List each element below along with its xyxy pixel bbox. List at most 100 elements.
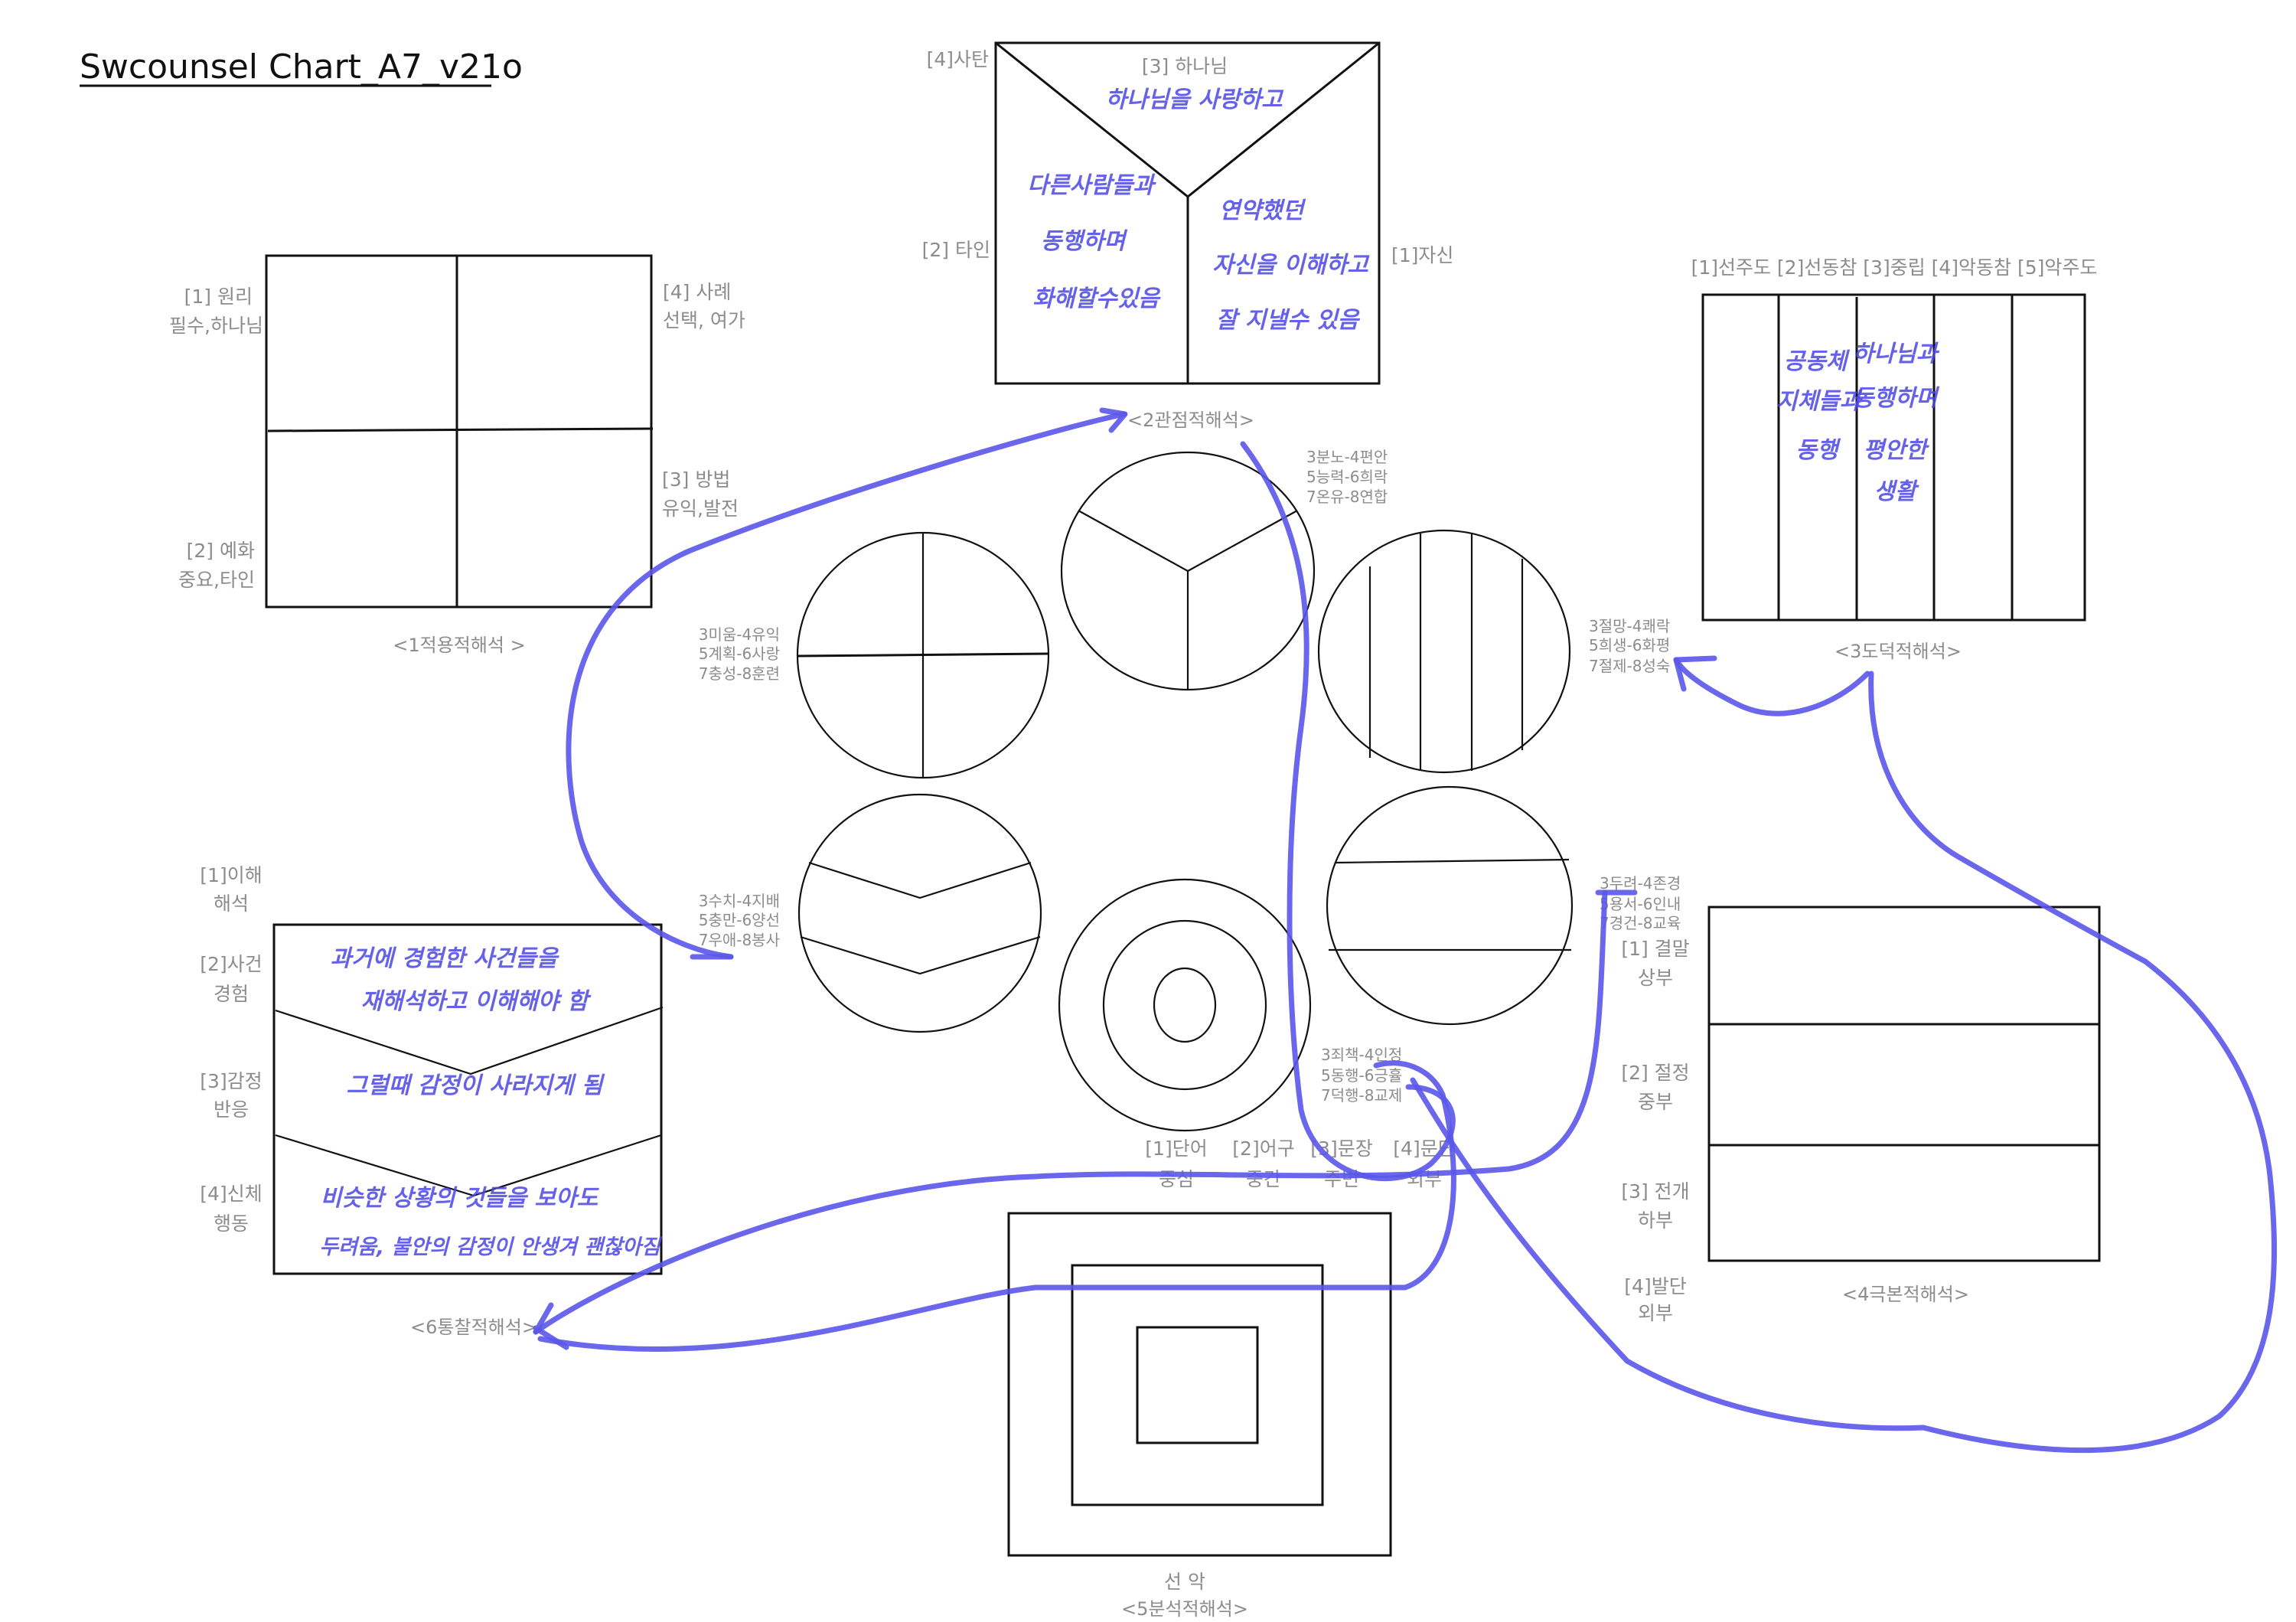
label-understanding: [1]이해 [200, 864, 262, 886]
circle-columns [1317, 529, 1571, 774]
diagram-shape [800, 935, 1041, 975]
handwritten-note: 동행 [1795, 437, 1841, 464]
label-principle: [1] 원리 [184, 286, 253, 308]
handwritten-note: 평안한 [1864, 437, 1930, 464]
circle-label: 7덕행-8교제 [1321, 1086, 1402, 1105]
quad-box [265, 254, 653, 609]
label-body: [4]신체 [200, 1183, 262, 1205]
moral-interpretation-panel: [1]선주도 [2]선동참 [3]중립 [4]악동참 [5]악주도 공동체 지체… [1691, 256, 2098, 662]
diagram-shape [1007, 1212, 1392, 1557]
circle-label: 3두려-4존경 [1600, 874, 1681, 893]
handwritten-note: 하나님과 [1853, 341, 1940, 367]
band-box [1707, 906, 2101, 1262]
diagram-shape [1078, 510, 1298, 573]
label-others: [2] 타인 [922, 239, 990, 261]
pen-stroke [1240, 441, 1456, 1181]
diagram-shape [275, 1134, 662, 1197]
label-event-sub: 경험 [214, 983, 249, 1005]
diagram-shape [1317, 529, 1571, 774]
circle-1-labels: 3미움-4유익 5계획-6사랑 7충성-8훈련 [699, 625, 780, 683]
handwritten-note: 하나님을 사랑하고 [1105, 86, 1284, 113]
page-title: Swcounsel Chart_A7_v21o [80, 47, 523, 86]
circle-y-split [1060, 451, 1316, 691]
circle-label: [1]단어 [1145, 1137, 1207, 1160]
label-illustration-sub: 중요,타인 [178, 569, 255, 591]
circle-label: 5충만-6양선 [699, 911, 780, 929]
diagram-shape [1071, 1264, 1324, 1506]
pen-stroke [1673, 657, 1870, 716]
diagram-shape [1136, 1326, 1259, 1444]
label-development: [3] 전개 [1621, 1180, 1689, 1203]
diagram-shape [808, 861, 1032, 899]
diagram-shape [275, 1006, 664, 1075]
handwritten-note: 재해석하고 이해해야 함 [361, 988, 592, 1015]
label-method-sub: 유익,발전 [662, 498, 739, 520]
circle-label: 중간 [1246, 1168, 1281, 1190]
freehand-pen-strokes [533, 407, 2278, 1454]
label-body-sub: 행동 [214, 1212, 249, 1235]
pen-stroke [1410, 671, 2278, 1454]
circle-label: 5희생-6화평 [1589, 636, 1670, 654]
circle-label: 3분노-4편안 [1306, 448, 1388, 466]
circle-chevrons [797, 793, 1042, 1033]
circle-concentric [1058, 878, 1312, 1132]
insight-interpretation-panel: [1]이해 해석 [2]사건 경험 [3]감정 반응 [4]신체 행동 과거에 … [200, 864, 664, 1338]
circle-label: 3수치-4지배 [699, 892, 780, 910]
circle-label: 중심 [1159, 1168, 1194, 1190]
pen-stroke [566, 411, 1127, 960]
handwritten-note: 동행하며 [1041, 228, 1128, 255]
label-development-sub: 하부 [1638, 1209, 1673, 1232]
diagram-shape [1326, 785, 1574, 1026]
pen-stroke [1099, 407, 1128, 433]
moral-caption: <3도덕적해석> [1835, 641, 1962, 662]
circle-5-labels: 3죄책-4인정 5동행-6긍휼 7덕행-8교제 [1321, 1046, 1402, 1105]
label-satan: [4]사탄 [927, 48, 989, 70]
label-understanding-sub: 해석 [214, 893, 249, 915]
label-god: [3] 하나님 [1142, 55, 1228, 77]
analytic-caption: <5분석적해석> [1121, 1598, 1248, 1620]
circle-6-labels: 3두려-4존경 5용서-6인내 7경건-8교육 [1600, 874, 1681, 932]
label-principle-sub: 필수,하나님 [169, 315, 263, 337]
applied-caption: <1적용적해석 > [393, 635, 526, 656]
diagram-shape [1153, 967, 1217, 1043]
handwritten-note: 생활 [1874, 478, 1919, 505]
label-case-sub: 선택, 여가 [663, 309, 745, 331]
label-beginning-sub: 외부 [1638, 1302, 1673, 1324]
circle-label: 3미움-4유익 [699, 625, 780, 644]
dramatic-caption: <4극본적해석> [1842, 1284, 1969, 1305]
handwritten-note: 동행하며 [1853, 385, 1940, 412]
diagram-shape [1102, 919, 1267, 1091]
divider [267, 427, 654, 432]
label-emotion-sub: 반응 [214, 1098, 249, 1121]
label-self: [1]자신 [1391, 244, 1453, 266]
moral-column-headers: [1]선주도 [2]선동참 [3]중립 [4]악동참 [5]악주도 [1691, 256, 2098, 279]
handwritten-note: 자신을 이해하고 [1212, 252, 1370, 279]
circle-2-labels: 3분노-4편안 5능력-6희락 7온유-8연합 [1306, 448, 1388, 506]
circle-label: 7절제-8성숙 [1589, 657, 1670, 675]
label-emotion: [3]감정 [200, 1070, 262, 1092]
handwritten-note: 잘 지낼수 있음 [1216, 307, 1361, 334]
diagram-shape [797, 793, 1042, 1033]
perspective-interpretation-panel: [4]사탄 [3] 하나님 [2] 타인 [1]자신 하나님을 사랑하고 다른사… [922, 41, 1453, 431]
circle-label: 7우애-8봉사 [699, 931, 780, 949]
handwritten-note: 과거에 경험한 사건들을 [331, 945, 559, 972]
circle-label: 7경건-8교육 [1600, 914, 1681, 932]
diagram-shape [272, 923, 663, 1275]
label-ending-sub: 상부 [1638, 967, 1673, 989]
label-event: [2]사건 [200, 953, 262, 975]
circle-label: 5동행-6긍휼 [1321, 1066, 1402, 1085]
good-evil-label: 선 악 [1164, 1571, 1205, 1593]
circle-3-labels: 3절망-4쾌락 5희생-6화평 7절제-8성숙 [1589, 617, 1670, 675]
label-ending: [1] 결말 [1621, 938, 1689, 960]
diagram-shape [1058, 878, 1312, 1132]
pen-stroke [537, 1060, 1456, 1353]
circle-label: 7온유-8연합 [1306, 488, 1388, 506]
perspective-caption: <2관점적해석> [1127, 410, 1254, 431]
handwritten-note: 공동체 [1784, 348, 1851, 375]
pen-stroke [1673, 655, 1717, 692]
analytic-interpretation-panel: 선 악 <5분석적해석> [1007, 1212, 1392, 1620]
label-beginning: [4]발단 [1624, 1275, 1686, 1297]
handwritten-note: 비슷한 상황의 것들을 보아도 [321, 1185, 600, 1212]
circle-label: 3절망-4쾌락 [1589, 617, 1670, 635]
